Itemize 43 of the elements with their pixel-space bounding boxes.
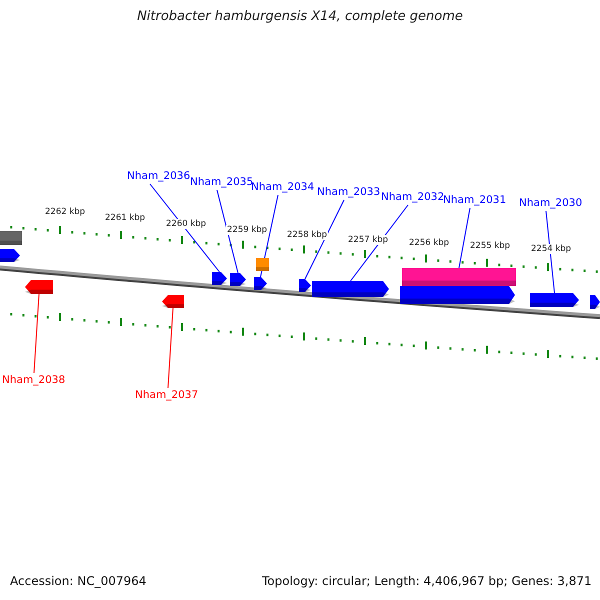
gene-bar	[0, 231, 22, 245]
gene-feature	[400, 286, 515, 304]
gene-label: Nham_2036	[127, 170, 190, 182]
gene-label: Nham_2037	[135, 389, 198, 401]
gene-feature	[299, 279, 311, 292]
gene-block	[256, 258, 269, 271]
gene-label: Nham_2033	[317, 186, 380, 198]
gene-label: Nham_2038	[2, 374, 66, 386]
genome-info: Topology: circular; Length: 4,406,967 bp; Genes: 3,871	[262, 574, 592, 588]
scale-label: 2254 kbp	[530, 244, 572, 254]
gene-feature	[254, 277, 267, 290]
diagram-title: Nitrobacter hamburgensis X14, complete genome	[136, 9, 464, 24]
leader-line	[216, 190, 238, 274]
scale-label: 2257 kbp	[347, 235, 390, 245]
gene-feature	[162, 295, 184, 308]
gene-feature	[0, 249, 20, 262]
gene-feature	[530, 293, 579, 307]
gene-label: Nham_2035	[190, 176, 254, 188]
scale-label: 2258 kbp	[286, 230, 328, 240]
scale-label: 2262 kbp	[44, 207, 86, 217]
leader-line	[150, 184, 220, 272]
leader-line	[546, 210, 555, 294]
gene-label: Nham_2034	[251, 181, 314, 193]
leader-line	[458, 208, 470, 268]
scale-label: 2259 kbp	[226, 225, 268, 235]
gene-label: Nham_2030	[519, 197, 582, 209]
leader-line	[168, 308, 174, 388]
gene-feature	[230, 273, 246, 286]
leader-line	[260, 194, 278, 278]
gene-feature	[25, 280, 53, 294]
gene-label: Nham_2032	[381, 191, 444, 203]
scale-label: 2260 kbp	[165, 219, 208, 229]
leader-line	[34, 294, 40, 374]
gene-feature	[590, 295, 600, 309]
leader-line	[350, 204, 408, 282]
gene-feature	[212, 272, 227, 285]
leader-line	[304, 200, 344, 280]
scale-label: 2261 kbp	[104, 213, 146, 223]
scale-label: 2255 kbp	[469, 241, 512, 251]
scale-label: 2256 kbp	[408, 238, 450, 248]
genome-info: Accession: NC_007964	[10, 574, 146, 588]
gene-label: Nham_2031	[443, 194, 506, 206]
gene-bar	[402, 268, 516, 286]
